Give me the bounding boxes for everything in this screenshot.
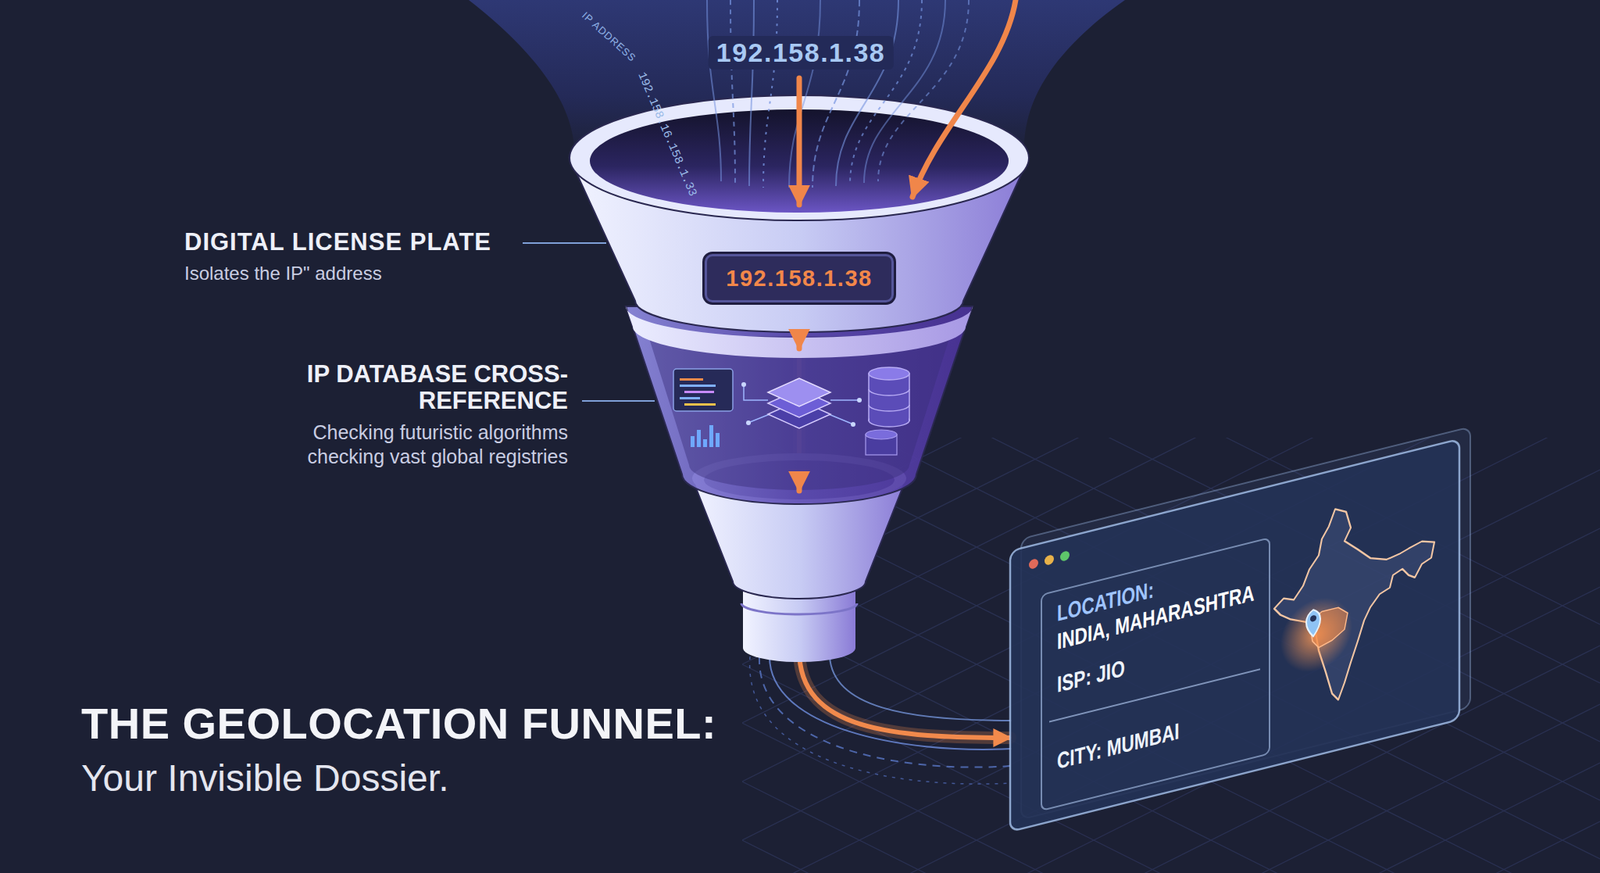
funnel-middle-tier (625, 306, 973, 504)
incoming-data-streams (749, 0, 754, 186)
india-map (1310, 614, 1317, 622)
license-plate-box: 192.158.1.38 (704, 253, 893, 303)
leader-lines (582, 400, 655, 402)
output-streams (829, 656, 1012, 721)
india-map (1280, 589, 1353, 680)
database-illustration (709, 425, 714, 447)
database-illustration (684, 390, 715, 393)
incoming-data-streams (763, 0, 778, 188)
database-illustration (868, 389, 910, 396)
output-streams (750, 656, 1012, 784)
funnel-middle-tier (625, 306, 973, 504)
database-illustration (868, 367, 910, 380)
flow-arrows (912, 0, 1016, 197)
flow-arrows (799, 0, 1016, 491)
database-illustration (696, 429, 701, 447)
ip-address-stream: 192.158.1.38 (708, 35, 894, 70)
india-map (1274, 484, 1435, 716)
flow-arrows (796, 78, 803, 205)
incoming-data-streams (812, 0, 860, 188)
funnel-middle-tier (648, 335, 950, 490)
callout-heading: DIGITAL LICENSE PLATE (184, 228, 492, 257)
database-illustration (679, 378, 704, 381)
database-illustration (673, 367, 910, 455)
plate-ip: 192.158.1.38 (725, 262, 872, 294)
incoming-data-streams (878, 0, 969, 182)
database-illustration (673, 368, 733, 411)
callout-body: Checking futuristic algorithms checking … (271, 420, 568, 469)
database-illustration (679, 396, 700, 400)
incoming-data-streams (730, 0, 736, 185)
window-dots (1060, 550, 1070, 562)
diagram-caption: Your Invisible Dossier. (81, 756, 449, 800)
database-illustration (830, 399, 858, 401)
callout-body: Isolates the IP" address (184, 262, 383, 285)
incoming-data-streams (789, 0, 821, 188)
funnel-spout (741, 603, 858, 615)
database-illustration (715, 432, 720, 447)
database-illustration (857, 397, 862, 403)
database-illustration (869, 373, 909, 420)
window-dots (1028, 550, 1070, 570)
floor-grid (742, 839, 1600, 873)
funnel-spout (742, 633, 856, 662)
diagram-title: THE GEOLOCATION FUNNEL: (81, 697, 717, 749)
flow-arrows (796, 478, 803, 491)
output-streams (750, 656, 1012, 784)
leader-lines (522, 242, 607, 244)
database-illustration (690, 435, 695, 447)
india-map (1274, 484, 1435, 716)
database-illustration (865, 429, 897, 440)
database-illustration (703, 439, 708, 447)
database-illustration (743, 385, 768, 400)
database-illustration (767, 378, 831, 407)
database-illustration (868, 373, 910, 421)
glass-panel (1010, 439, 1460, 832)
database-illustration (741, 382, 747, 387)
window-dots (1044, 553, 1054, 566)
database-illustration (746, 420, 751, 425)
incoming-data-streams (707, 0, 722, 182)
info-panel (1041, 537, 1270, 811)
flow-arrows (796, 334, 803, 349)
database-illustration (850, 421, 856, 427)
database-illustration (868, 404, 910, 411)
database-illustration (684, 403, 716, 406)
callout-heading: IP DATABASE CROSS-REFERENCE (302, 360, 568, 415)
floor-grid (742, 821, 1600, 873)
window-dots (1028, 557, 1039, 570)
database-illustration (679, 384, 716, 387)
india-map (1306, 607, 1321, 638)
